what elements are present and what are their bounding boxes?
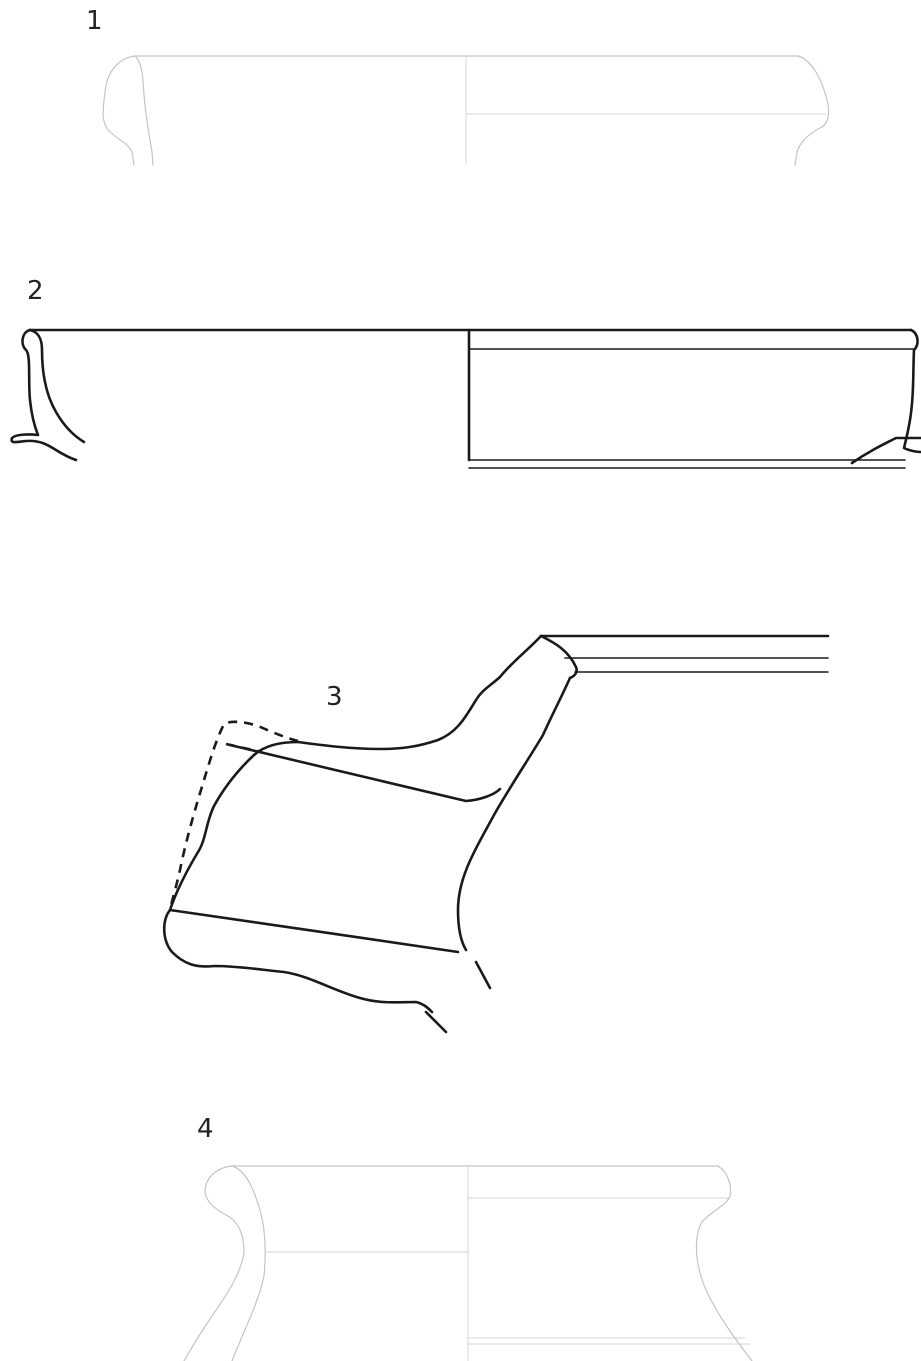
figure-2-left-outer-profile (10, 328, 78, 462)
figure-3-dashed-rim-joint (225, 742, 263, 754)
figure-3-dashed-reconstruction (168, 720, 299, 911)
figure-1: 1 (86, 6, 830, 166)
figure-1-label: 1 (86, 6, 103, 36)
figure-1-right-outline (794, 55, 830, 166)
figure-3-inner-profile (456, 676, 572, 952)
figure-4: 4 (183, 1114, 753, 1361)
figure-4-left-inner-profile (231, 1165, 266, 1361)
figure-3-break-foot (424, 1010, 448, 1034)
figure-2-right-wall (850, 436, 921, 465)
figure-2-right-outline (902, 328, 921, 454)
figure-2: 2 (10, 276, 921, 469)
figure-3-lower-carination (168, 908, 460, 954)
figure-2-drawing (10, 328, 921, 469)
figure-3-outer-profile (168, 634, 543, 912)
figure-3-upper-carination (228, 743, 502, 803)
figure-3-drawing (162, 634, 830, 1034)
figure-1-drawing (102, 55, 830, 166)
figure-4-right-outline (695, 1165, 753, 1361)
figure-2-left-inner-profile (28, 328, 86, 444)
figure-4-drawing (183, 1165, 753, 1361)
figure-1-left-inner-profile (134, 55, 154, 166)
figure-3-label: 3 (326, 682, 343, 712)
figure-1-left-outer-profile (102, 55, 136, 166)
figure-3-break-inner (474, 960, 492, 990)
figure-3: 3 (162, 634, 830, 1034)
figure-3-rim-bead (539, 634, 578, 680)
figure-4-left-outer-profile (183, 1165, 245, 1361)
figure-4-label: 4 (197, 1114, 214, 1144)
figure-3-foot-profile (162, 908, 434, 1014)
figure-2-label: 2 (27, 276, 44, 306)
